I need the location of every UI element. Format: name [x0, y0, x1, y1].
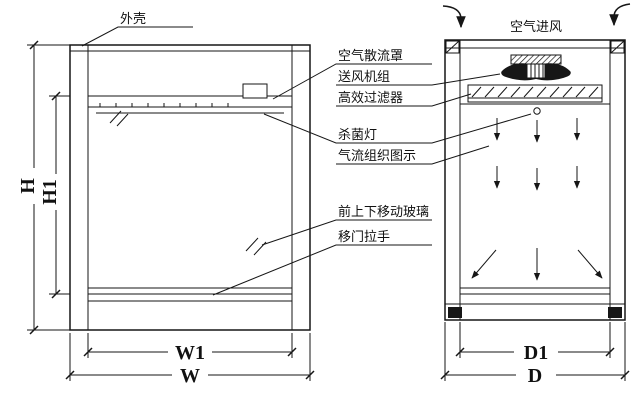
dim-ticks-W [65, 370, 315, 380]
leader-outer-shell [81, 26, 193, 47]
fan-unit-icon [501, 54, 571, 81]
intake-arrow-left [442, 5, 466, 29]
front-cabinet-outline [69, 44, 311, 331]
dim-label-W: W [180, 365, 200, 387]
dim-label-H: H [17, 178, 39, 194]
leader-fan-unit [336, 73, 501, 86]
uv-lamp-dot [533, 107, 541, 115]
corner-braces [445, 40, 625, 54]
dim-ticks-D [440, 370, 630, 380]
diffuser-perforations [99, 103, 229, 107]
label-hepa-filter: 高效过滤器 [338, 90, 403, 105]
depth-extension-lines [444, 322, 626, 381]
callouts: 外壳 空气进风 空气散流罩 送风机组 高效过滤器 杀菌灯 气流组织图示 前上下移… [81, 11, 562, 296]
leader-hepa-filter [336, 93, 472, 107]
side-work-surface [445, 287, 625, 305]
side-cabinet-walls [445, 40, 625, 320]
label-door-handle: 移门拉手 [338, 229, 390, 244]
height-extension-lines [27, 44, 70, 331]
dim-label-D: D [528, 365, 542, 387]
width-extension-lines [69, 333, 311, 381]
label-air-intake: 空气进风 [510, 19, 562, 34]
left-foot [448, 307, 462, 318]
leader-airflow-pattern [336, 145, 490, 165]
width-dimensions: W1 W [65, 333, 315, 387]
control-box [242, 83, 268, 99]
air-intake-arrows [442, 3, 631, 29]
leader-air-diffuser [272, 63, 432, 100]
label-outer-shell: 外壳 [120, 11, 146, 26]
leader-uv-lamp [263, 113, 532, 144]
label-uv-lamp: 杀菌灯 [338, 127, 377, 142]
front-cabinet-walls [70, 45, 310, 330]
dim-ticks-D1 [455, 347, 615, 357]
dim-label-W1: W1 [175, 342, 205, 364]
dim-ticks-H1 [51, 91, 61, 299]
front-view [69, 44, 311, 331]
dim-ticks-W1 [83, 347, 297, 357]
depth-dimensions: D1 D [440, 322, 630, 387]
dim-label-D1: D1 [524, 342, 548, 364]
label-airflow-pattern: 气流组织图示 [338, 148, 416, 163]
glass-hatch-marks [109, 110, 267, 256]
right-foot [608, 307, 622, 318]
dim-ticks-H [29, 40, 39, 335]
side-cabinet-outline [444, 39, 626, 321]
intake-arrow-right [609, 3, 631, 27]
airflow-arrows [471, 118, 603, 281]
leader-moving-glass [261, 219, 432, 246]
hepa-filter-box [460, 84, 610, 105]
label-fan-unit: 送风机组 [338, 69, 390, 84]
work-surface [88, 287, 292, 302]
dim-label-H1: H1 [39, 179, 61, 205]
side-view [444, 39, 626, 321]
height-dimensions: H H1 [17, 40, 70, 335]
label-moving-glass: 前上下移动玻璃 [338, 204, 429, 219]
label-air-diffuser: 空气散流罩 [338, 48, 403, 63]
leader-door-handle [212, 244, 432, 296]
